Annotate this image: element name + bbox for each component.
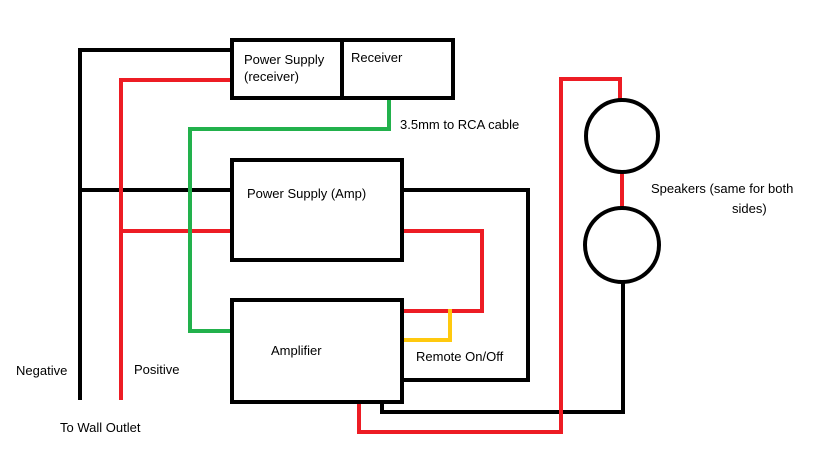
speaker-positive-wire: [357, 77, 622, 434]
remote-label: Remote On/Off: [416, 349, 504, 364]
negative-ps-to-amp-wire: [400, 188, 530, 382]
negative-main-wire: [78, 48, 234, 400]
speakers-label-line1: Speakers (same for both: [651, 181, 793, 196]
ps-amp-label: Power Supply (Amp): [247, 186, 366, 201]
cable-label: 3.5mm to RCA cable: [400, 117, 519, 132]
negative-label: Negative: [16, 363, 67, 378]
receiver-box: [340, 38, 455, 100]
amplifier-box: [230, 298, 404, 404]
receiver-label: Receiver: [351, 50, 403, 65]
signal-cable-wire: [188, 94, 391, 333]
ps-receiver-label-line1: Power Supply: [244, 52, 325, 67]
wall-outlet-label: To Wall Outlet: [60, 420, 141, 435]
amplifier-label: Amplifier: [271, 343, 322, 358]
speaker-top: [584, 98, 660, 174]
positive-label: Positive: [134, 362, 180, 377]
positive-wires: [119, 77, 624, 434]
positive-main-wire: [119, 78, 234, 400]
speakers-label-line2: sides): [732, 201, 767, 216]
ps-receiver-label-line2: (receiver): [244, 69, 299, 84]
positive-ps-to-amp-wire: [400, 229, 484, 313]
speaker-negative-wire: [380, 279, 625, 414]
speaker-bottom: [583, 206, 661, 284]
power-supply-amp-box: [230, 158, 404, 262]
negative-wires: [78, 48, 625, 414]
remote-wire: [400, 309, 452, 342]
